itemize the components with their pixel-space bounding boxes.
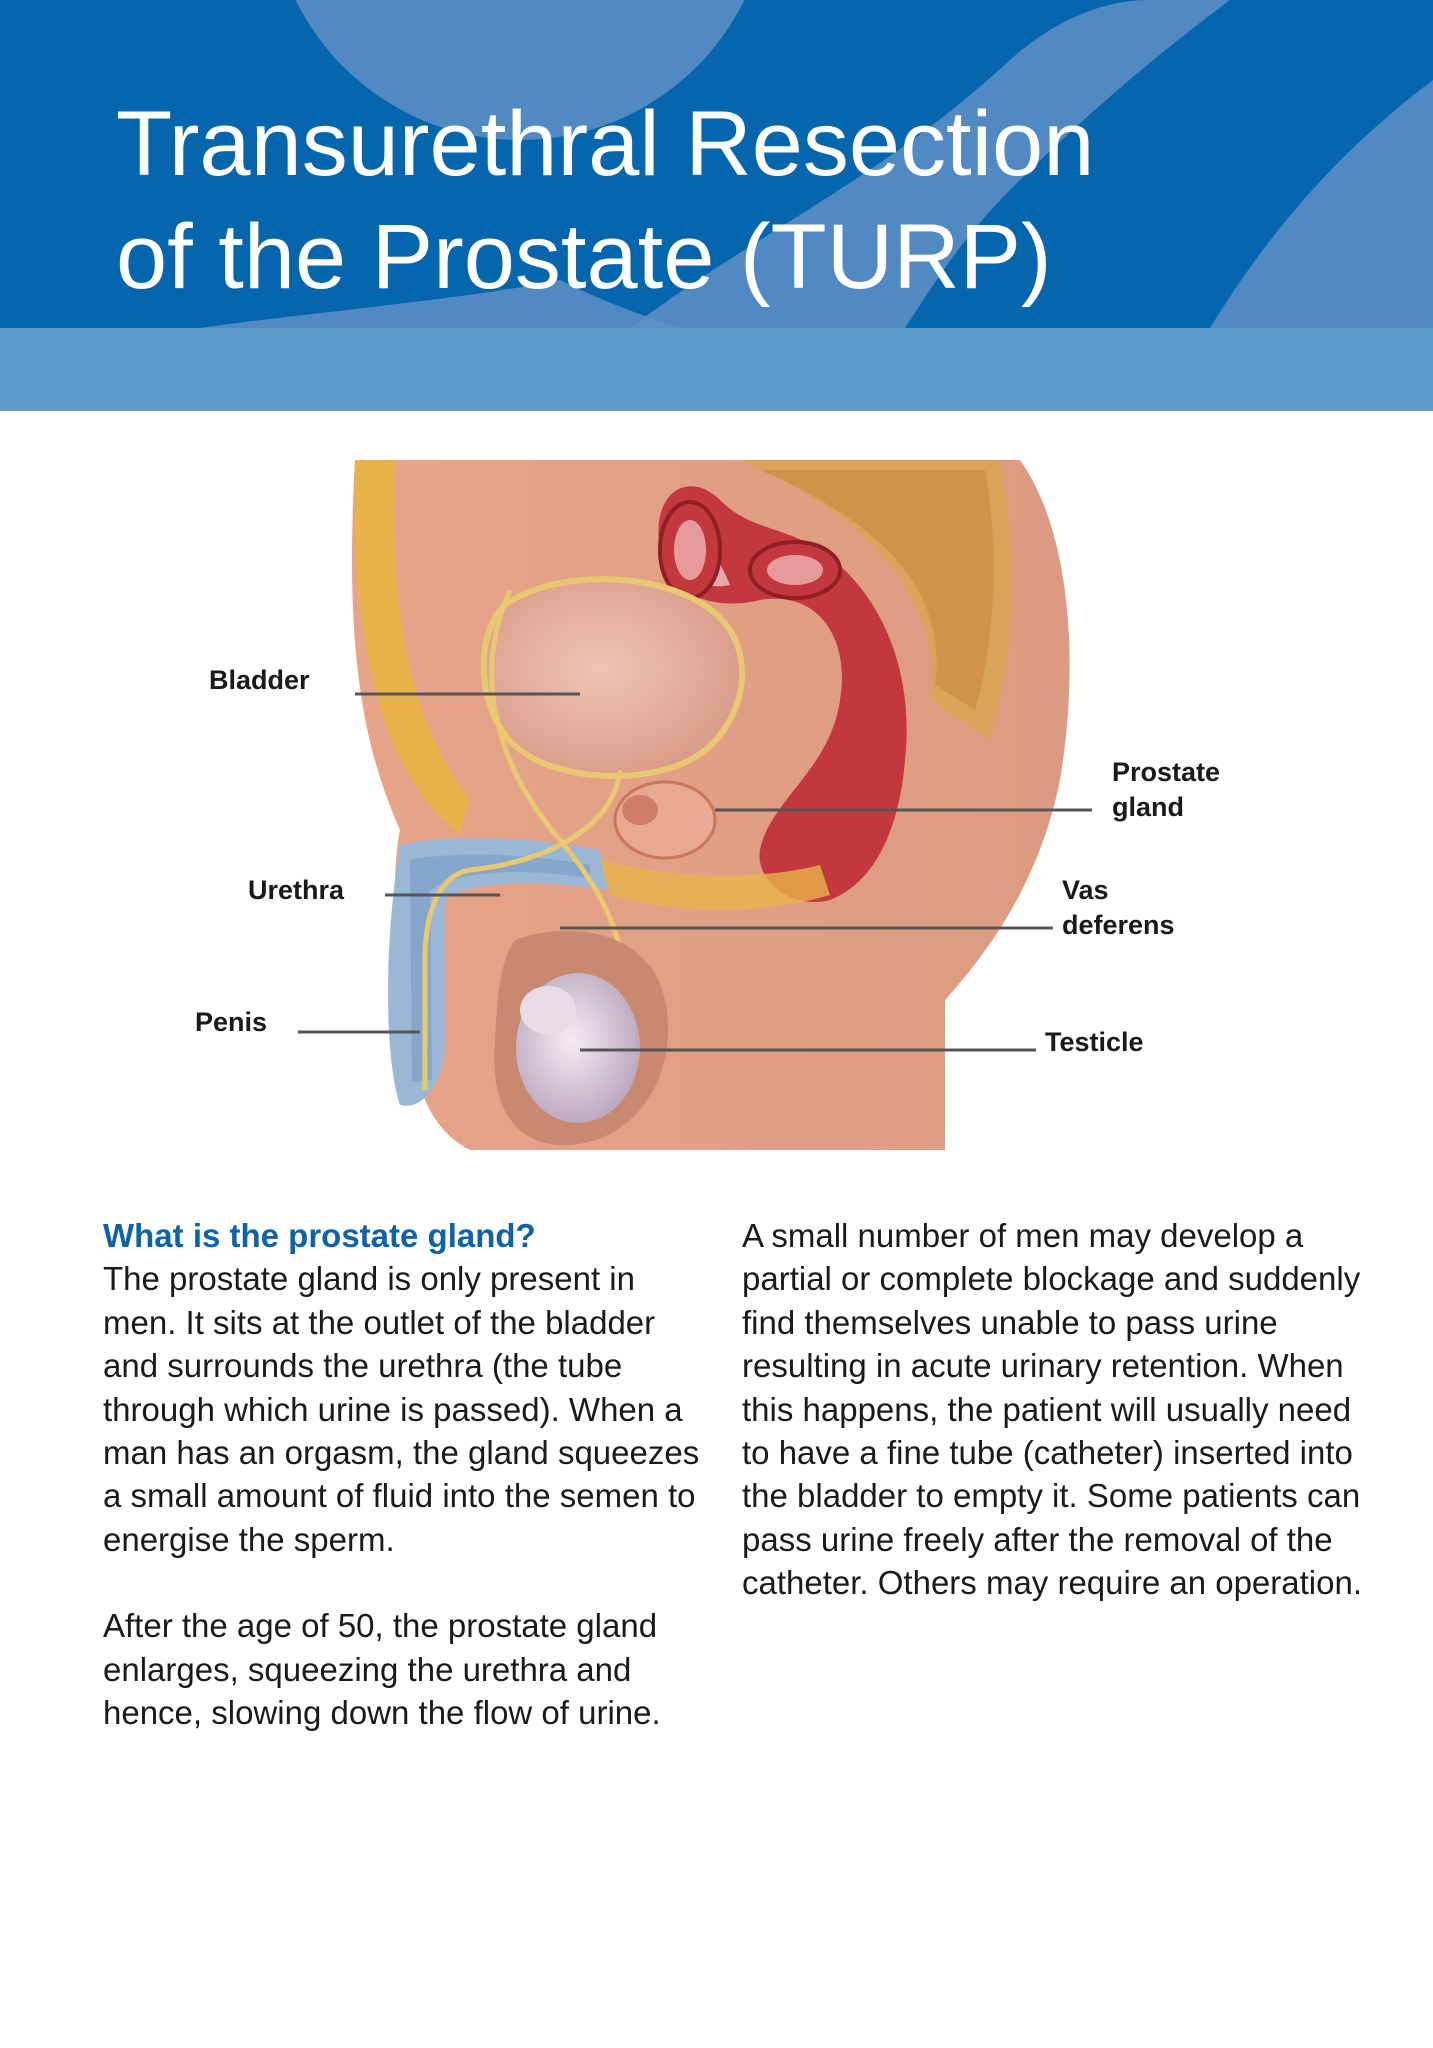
- left-paragraph-2: After the age of 50, the prostate gland …: [103, 1607, 661, 1732]
- label-vas-line-1: Vas: [1062, 875, 1109, 905]
- left-paragraph-1: The prostate gland is only present in me…: [103, 1260, 700, 1558]
- right-paragraph-1: A small number of men may develop a part…: [742, 1217, 1363, 1602]
- page-title: Transurethral Resection of the Prostate …: [116, 88, 1094, 314]
- left-column: What is the prostate gland? The prostate…: [103, 1214, 703, 1777]
- label-vas-deferens: Vas deferens: [1062, 873, 1175, 943]
- title-line-1: Transurethral Resection: [116, 93, 1095, 195]
- section-heading: What is the prostate gland?: [103, 1217, 536, 1254]
- right-column: A small number of men may develop a part…: [742, 1214, 1362, 1648]
- label-testicle: Testicle: [1045, 1027, 1144, 1057]
- anatomy-illustration: [298, 460, 1092, 1150]
- label-prostate-line-1: Prostate: [1112, 757, 1221, 787]
- label-penis: Penis: [195, 1007, 268, 1037]
- header-stripe: [0, 328, 1433, 411]
- header-band: Transurethral Resection of the Prostate …: [0, 0, 1433, 328]
- title-line-2: of the Prostate (TURP): [116, 206, 1052, 308]
- header-decoration: [200, 0, 1433, 328]
- label-urethra: Urethra: [248, 875, 345, 905]
- label-vas-line-2: deferens: [1062, 910, 1175, 940]
- anatomy-figure: Bladder Prostate gland Urethra Vas defer…: [0, 440, 1433, 1170]
- label-bladder: Bladder: [209, 665, 310, 695]
- label-prostate-line-2: gland: [1112, 792, 1184, 822]
- label-prostate-gland: Prostate gland: [1112, 755, 1220, 825]
